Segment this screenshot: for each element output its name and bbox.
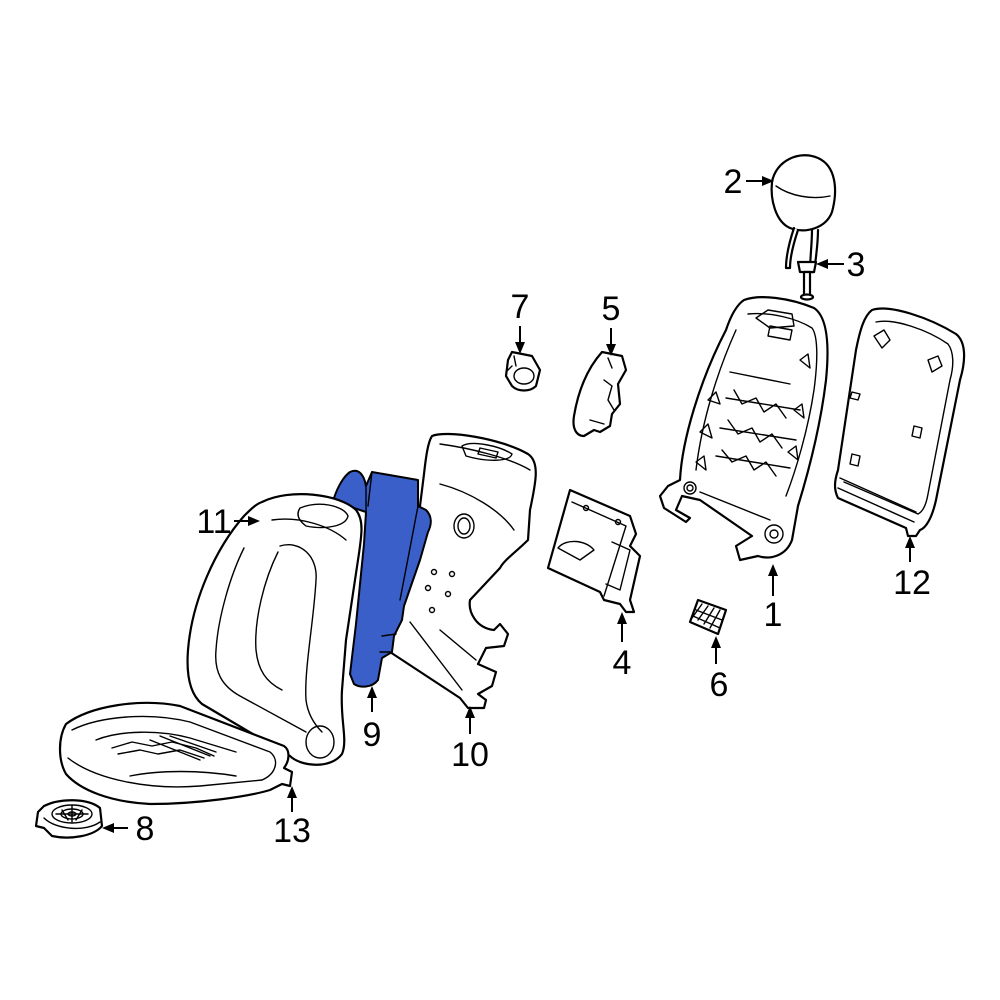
seat-cushion-cover[interactable] (58, 701, 294, 806)
callout-arrows (102, 176, 915, 833)
callout-5: 5 (602, 290, 621, 328)
headrest-guide[interactable] (796, 260, 818, 301)
trim-clip[interactable] (504, 350, 542, 392)
callout-1: 1 (764, 596, 783, 634)
seat-back-shell[interactable] (378, 432, 537, 710)
seat-back-rear-panel[interactable] (833, 307, 966, 538)
callout-9: 9 (363, 716, 382, 754)
callout-4: 4 (613, 644, 632, 682)
side-cover[interactable] (572, 350, 628, 438)
seat-back-frame[interactable] (658, 296, 829, 562)
callout-2: 2 (724, 163, 743, 201)
callout-3: 3 (847, 246, 866, 284)
callout-12: 12 (893, 564, 931, 602)
mounting-bracket[interactable] (546, 488, 642, 614)
callout-13: 13 (273, 812, 311, 850)
callout-8: 8 (136, 810, 155, 848)
callout-7: 7 (511, 288, 530, 326)
callout-6: 6 (710, 666, 729, 704)
seat-fan-blower[interactable] (34, 799, 104, 839)
headrest[interactable] (770, 154, 837, 274)
seat-back-cover[interactable] (186, 493, 363, 766)
vent-grille[interactable] (688, 598, 728, 636)
callout-11: 11 (196, 503, 231, 541)
callout-10: 10 (451, 736, 489, 774)
callout-labels: 1 2 3 4 5 6 7 8 9 10 11 12 13 (136, 163, 931, 850)
